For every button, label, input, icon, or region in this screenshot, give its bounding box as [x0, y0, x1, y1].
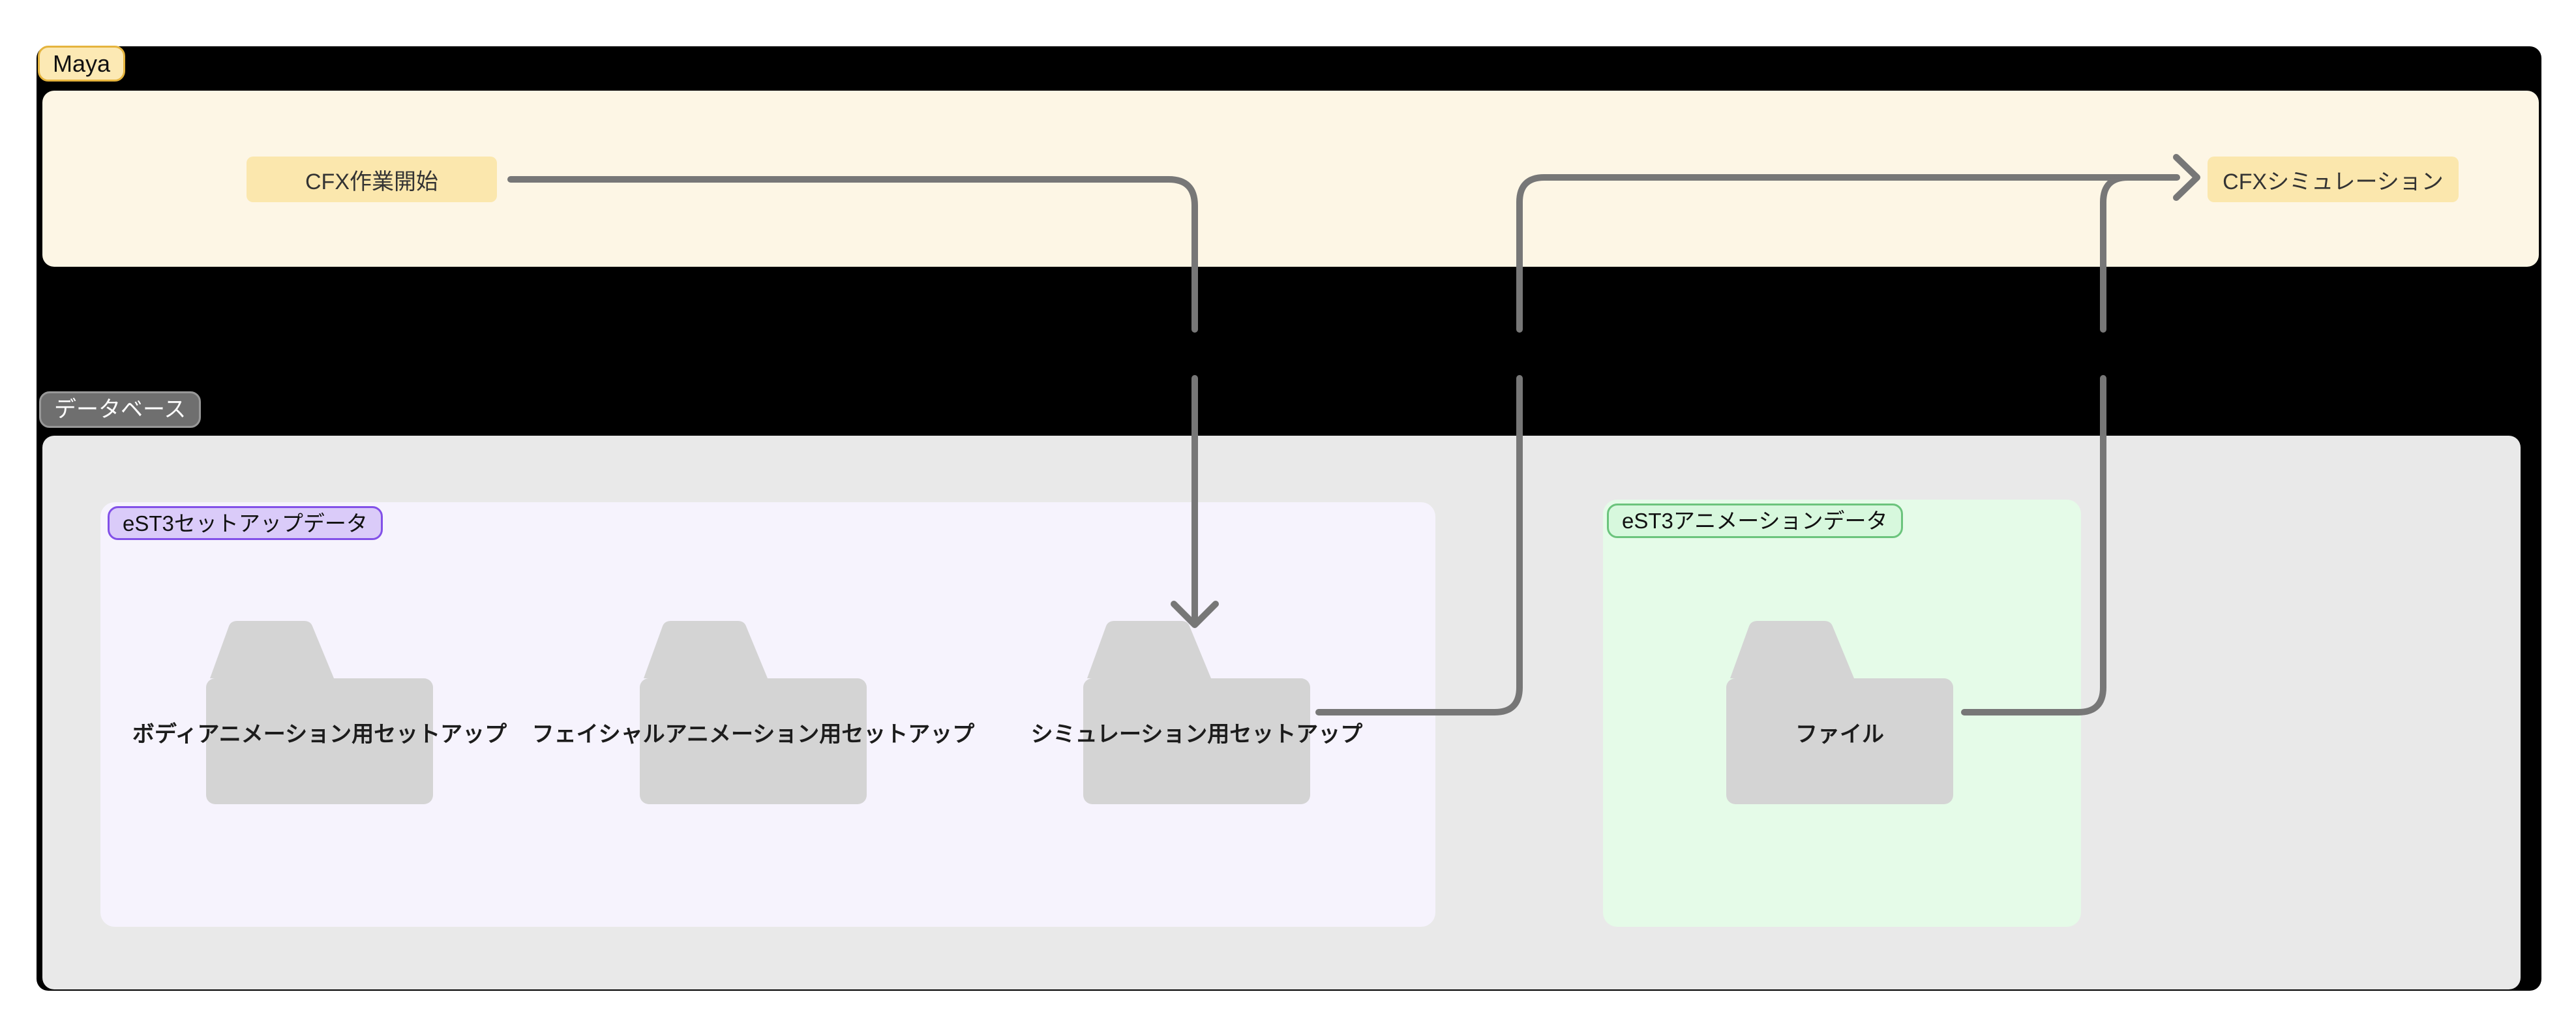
animation-data-group-label: eST3アニメーションデータ: [1607, 504, 1903, 538]
folder-label-file: ファイル: [1795, 722, 1884, 747]
maya-section-label: Maya: [38, 46, 126, 82]
folder-icon: [1083, 621, 1310, 805]
folder-icon: [1726, 621, 1953, 805]
folder-label-facial-anim-setup: フェイシャルアニメーション用セットアップ: [532, 722, 975, 747]
folder-label-body-anim-setup: ボディアニメーション用セットアップ: [132, 722, 507, 747]
node-cfx-start: CFX作業開始: [247, 157, 497, 202]
folder-icon: [206, 621, 433, 805]
folder-label-sim-setup: シミュレーション用セットアップ: [1030, 722, 1363, 747]
node-cfx-simulation: CFXシミュレーション: [2208, 157, 2459, 202]
database-section-label: データベース: [39, 391, 202, 428]
setup-data-group-label: eST3セットアップデータ: [108, 506, 383, 540]
folder-icon: [640, 621, 867, 805]
